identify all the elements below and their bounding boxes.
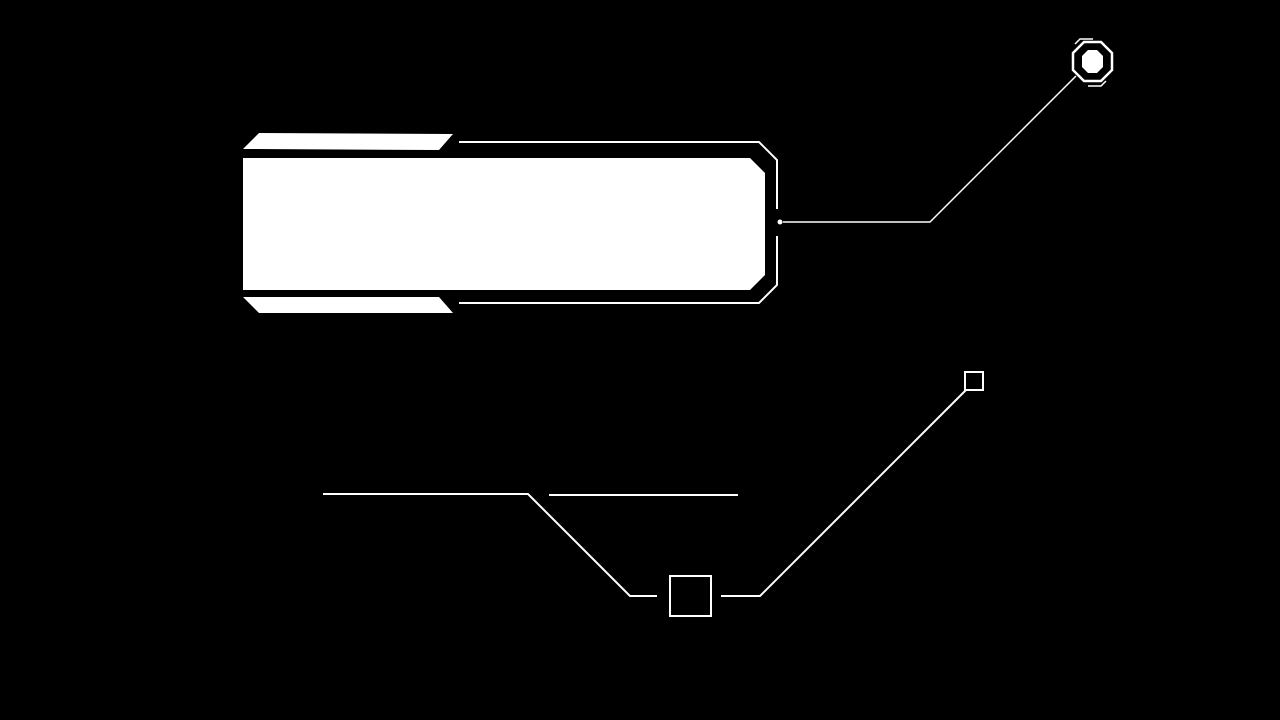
panel-top-tab [243, 133, 453, 150]
top-connector [783, 38, 1114, 223]
hud-panel [243, 133, 783, 313]
panel-outline-bottom [459, 236, 778, 304]
panel-main-fill [243, 158, 765, 290]
square-node-icon [669, 575, 712, 617]
octagon-target-icon [1071, 38, 1114, 87]
connector-line-left [323, 493, 657, 597]
small-square-node-icon [964, 371, 984, 391]
panel-bottom-tab [243, 297, 453, 313]
bottom-connector [323, 371, 984, 617]
connector-line [783, 75, 1077, 223]
panel-connector-dot [777, 219, 783, 225]
panel-outline-top [459, 141, 778, 209]
connector-line-right [721, 389, 967, 597]
